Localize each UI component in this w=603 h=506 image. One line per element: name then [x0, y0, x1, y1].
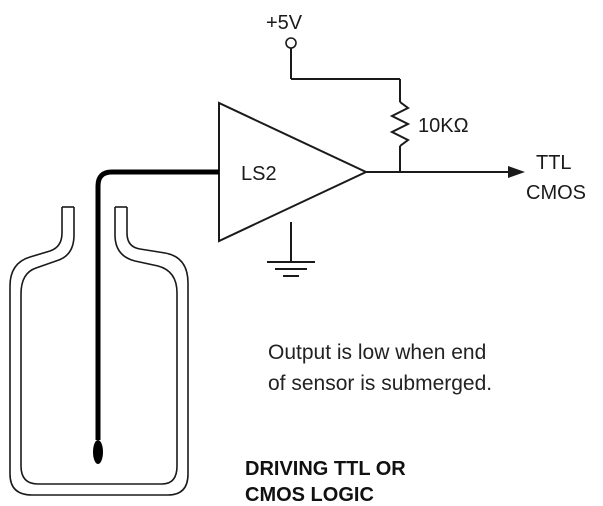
resistor-label: 10KΩ — [418, 115, 469, 137]
note-line-2: of sensor is submerged. — [268, 372, 492, 395]
supply-label: +5V — [266, 12, 303, 34]
output-label-ttl: TTL — [536, 152, 572, 174]
supply-terminal — [285, 37, 297, 49]
note-line-1: Output is low when end — [268, 341, 486, 364]
resistor-symbol — [389, 101, 411, 147]
sensor-tip — [93, 440, 103, 464]
amplifier-label: LS2 — [241, 163, 277, 185]
output-arrow-icon — [508, 166, 525, 178]
container-inner — [20, 207, 178, 485]
output-label-cmos: CMOS — [526, 182, 586, 204]
caption-line-2: CMOS LOGIC — [245, 484, 374, 506]
caption-line-1: DRIVING TTL OR — [245, 458, 406, 480]
sensor-lead — [95, 169, 219, 440]
container-outer — [9, 207, 189, 496]
